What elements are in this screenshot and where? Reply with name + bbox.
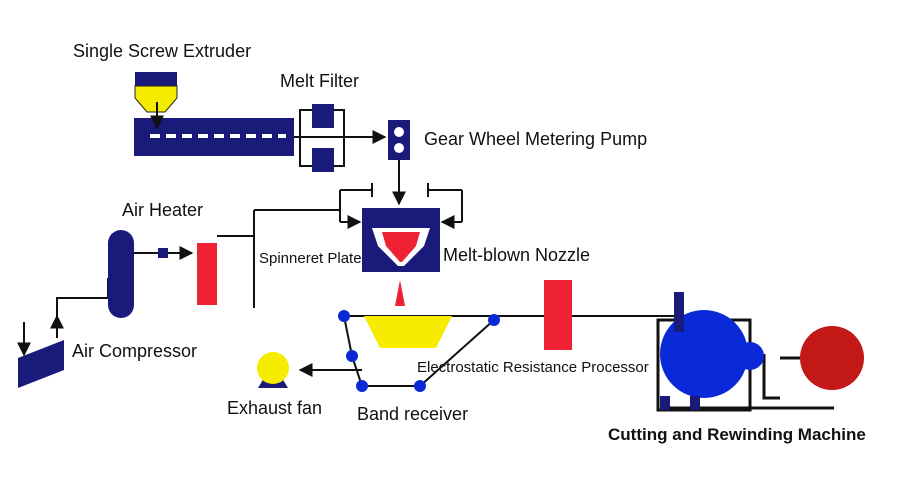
label-band-receiver: Band receiver xyxy=(357,404,469,424)
cutter-blade xyxy=(674,292,684,332)
air-heater xyxy=(197,243,217,305)
roller xyxy=(356,380,368,392)
melt-filter xyxy=(294,104,387,172)
gear-wheel-metering-pump xyxy=(388,120,410,206)
melt-blown-jet xyxy=(395,280,405,306)
extruder-hopper-cap xyxy=(135,72,177,86)
rewind-roll xyxy=(660,310,748,398)
band-receiver xyxy=(338,310,676,392)
nozzle-melt xyxy=(382,232,420,262)
air-valve xyxy=(158,248,168,258)
cutting-and-rewinding-machine xyxy=(656,292,864,412)
label-melt-blown-nozzle: Melt-blown Nozzle xyxy=(443,245,591,265)
label-electrostatic-resistance-processor: Electrostatic Resistance Processor xyxy=(417,359,649,376)
label-melt-filter: Melt Filter xyxy=(280,71,360,91)
single-screw-extruder xyxy=(134,72,294,156)
roller xyxy=(346,350,358,362)
electrostatic-resistance-processor xyxy=(544,280,572,350)
air-compressor xyxy=(17,278,109,388)
guide-roll xyxy=(736,342,764,370)
exhaust-fan xyxy=(257,352,362,388)
unwind-roll xyxy=(800,326,864,390)
label-cutting-and-rewinding-machine: Cutting and Rewinding Machine xyxy=(608,425,866,444)
melt-filter-upper-unit xyxy=(312,104,334,128)
extruder-screw xyxy=(150,134,286,138)
air-tank xyxy=(108,230,134,318)
label-air-heater: Air Heater xyxy=(122,200,204,220)
roller xyxy=(488,314,500,326)
label-single-screw-extruder: Single Screw Extruder xyxy=(73,41,252,61)
collector-hood xyxy=(364,316,452,348)
label-gear-wheel-metering-pump: Gear Wheel Metering Pump xyxy=(424,129,648,149)
roller xyxy=(414,380,426,392)
roller xyxy=(338,310,350,322)
extruder-hopper xyxy=(134,85,178,113)
label-air-compressor: Air Compressor xyxy=(72,341,198,361)
melt-blown-nozzle xyxy=(339,183,463,306)
air-heater-assembly xyxy=(108,209,340,318)
label-exhaust-fan: Exhaust fan xyxy=(227,398,323,418)
label-spinneret-plate: Spinneret Plate xyxy=(259,250,362,267)
melt-filter-lower-unit xyxy=(312,148,334,172)
